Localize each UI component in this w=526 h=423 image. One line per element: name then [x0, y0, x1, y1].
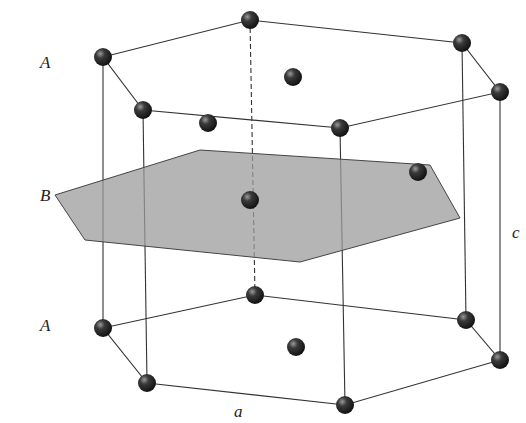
- dimension-label: a: [234, 403, 243, 420]
- atoms: [94, 11, 509, 414]
- layer-label: A: [40, 54, 50, 71]
- dimension-label: c: [512, 224, 520, 241]
- b-plane: [55, 150, 460, 262]
- layer-label: B: [40, 187, 50, 204]
- layer-label: A: [40, 317, 50, 334]
